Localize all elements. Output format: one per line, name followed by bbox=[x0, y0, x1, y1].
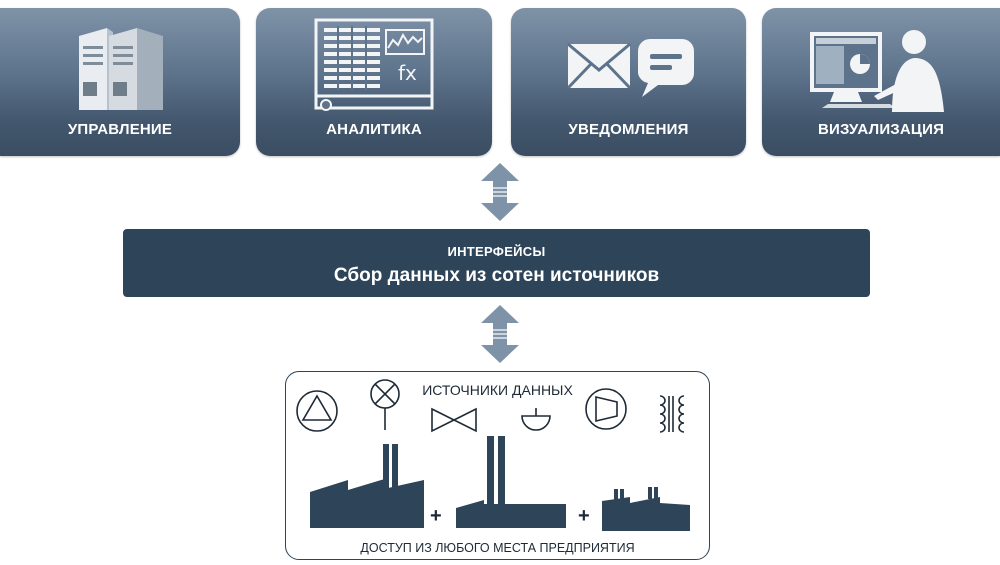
factory-icon bbox=[456, 436, 566, 528]
monitor-user-icon bbox=[810, 30, 944, 112]
plus-sign: + bbox=[430, 505, 442, 527]
data-sources-panel: ИСТОЧНИКИ ДАННЫХ + + bbox=[285, 371, 710, 560]
valve-icon bbox=[431, 407, 477, 433]
interfaces-title: ИНТЕРФЕЙСЫ bbox=[447, 244, 546, 259]
bidirectional-arrow-icon bbox=[481, 163, 519, 221]
plus-sign: + bbox=[578, 505, 590, 527]
dome-icon bbox=[521, 408, 551, 431]
tile-label: АНАЛИТИКА bbox=[326, 121, 422, 138]
pump-icon bbox=[296, 390, 338, 432]
tile-notifications[interactable]: УВЕДОМЛЕНИЯ bbox=[511, 8, 746, 156]
tile-label: УВЕДОМЛЕНИЯ bbox=[568, 121, 689, 138]
tile-analytics[interactable]: fx АНАЛИТИКА bbox=[256, 8, 492, 156]
chat-bubble-icon bbox=[638, 39, 694, 97]
transformer-icon bbox=[659, 395, 685, 433]
factory-icon bbox=[310, 444, 424, 528]
tile-visualization[interactable]: ВИЗУАЛИЗАЦИЯ bbox=[762, 8, 1000, 156]
interfaces-panel: ИНТЕРФЕЙСЫ Сбор данных из сотен источник… bbox=[123, 229, 870, 297]
tile-label: ВИЗУАЛИЗАЦИЯ bbox=[817, 121, 945, 138]
tile-label: УПРАВЛЕНИЕ bbox=[67, 121, 173, 138]
bidirectional-arrow-icon bbox=[481, 305, 519, 363]
envelope-icon bbox=[566, 42, 632, 90]
factory-icon bbox=[602, 487, 690, 531]
sources-footer: ДОСТУП ИЗ ЛЮБОГО МЕСТА ПРЕДПРИЯТИЯ bbox=[360, 541, 635, 555]
compressor-icon bbox=[585, 388, 627, 430]
spreadsheet-icon bbox=[314, 18, 434, 111]
formula-label: fx bbox=[398, 61, 417, 85]
lamp-icon bbox=[370, 379, 400, 430]
interfaces-subtitle: Сбор данных из сотен источников bbox=[333, 265, 660, 286]
tile-control[interactable]: УПРАВЛЕНИЕ bbox=[0, 8, 240, 156]
sources-title: ИСТОЧНИКИ ДАННЫХ bbox=[422, 382, 573, 398]
server-icon bbox=[79, 28, 163, 110]
